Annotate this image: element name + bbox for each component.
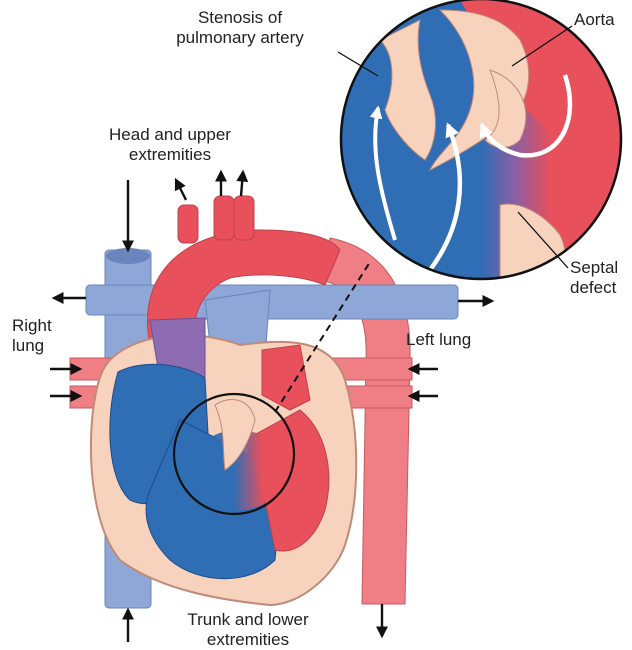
zoom-view <box>341 0 621 290</box>
label-trunk: Trunk and lower extremities <box>168 610 328 650</box>
label-left-lung: Left lung <box>406 330 471 350</box>
brachiocephalic-artery <box>178 205 198 243</box>
label-stenosis: Stenosis of pulmonary artery <box>150 8 330 48</box>
arrow-head-3 <box>241 172 243 196</box>
label-septal-line1: Septal <box>570 258 618 278</box>
label-aorta: Aorta <box>574 10 615 30</box>
label-head-line1: Head and upper <box>90 125 250 145</box>
label-head: Head and upper extremities <box>90 125 250 165</box>
label-trunk-line1: Trunk and lower <box>168 610 328 630</box>
label-head-line2: extremities <box>90 145 250 165</box>
carotid-artery <box>214 196 234 240</box>
label-stenosis-line1: Stenosis of <box>150 8 330 28</box>
label-septal-line2: defect <box>570 278 618 298</box>
label-stenosis-line2: pulmonary artery <box>150 28 330 48</box>
label-right-lung: Right lung <box>12 316 52 356</box>
label-right-lung-line1: Right <box>12 316 52 336</box>
label-trunk-line2: extremities <box>168 630 328 650</box>
vena-cava-opening <box>106 248 150 264</box>
subclavian-artery <box>234 196 254 240</box>
label-right-lung-line2: lung <box>12 336 52 356</box>
arrow-head-1 <box>176 180 186 200</box>
label-septal-defect: Septal defect <box>570 258 618 298</box>
